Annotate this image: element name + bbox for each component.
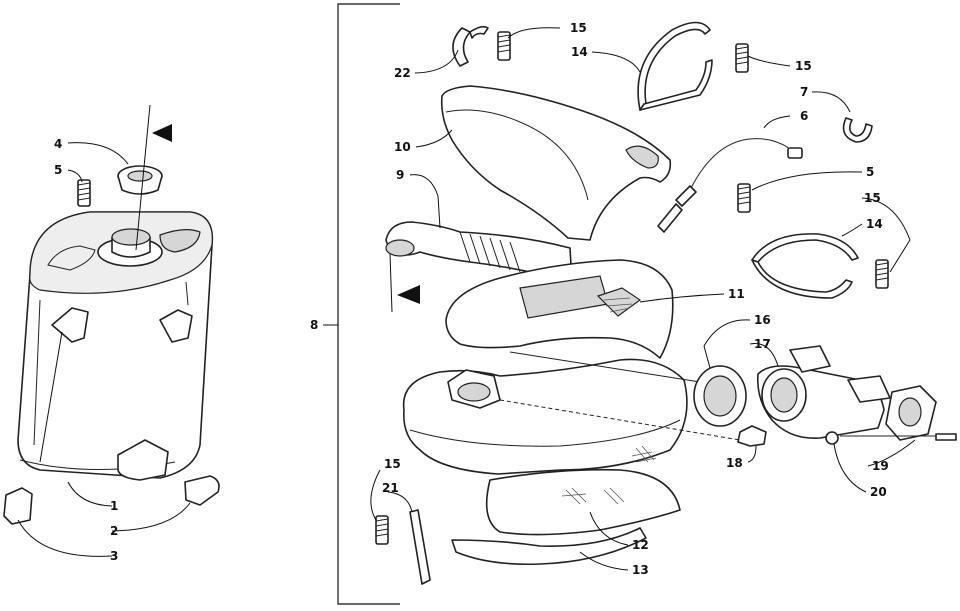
assembly-guide-line-right bbox=[389, 253, 393, 313]
muffler-bracket-right bbox=[159, 309, 193, 343]
nut-part-20 bbox=[825, 431, 839, 445]
left-leader-lines bbox=[17, 142, 191, 557]
pipe-9-ribbing bbox=[459, 231, 521, 273]
lower-housing-hatch bbox=[631, 445, 657, 463]
heat-shield-part-10 bbox=[440, 85, 672, 241]
bolt bbox=[935, 433, 957, 441]
muffler-bracket-left bbox=[51, 307, 89, 343]
callout-9: 9 bbox=[396, 168, 404, 182]
clip-part-18 bbox=[737, 425, 767, 447]
spring-part-15-lower-left bbox=[375, 515, 389, 545]
callout-17: 17 bbox=[754, 337, 771, 351]
rubber-mount-part-2 bbox=[184, 475, 220, 506]
grommet-part-4 bbox=[117, 165, 163, 195]
band-part-14-top bbox=[637, 21, 713, 111]
callout-16: 16 bbox=[754, 313, 771, 327]
spring-part-5-left bbox=[77, 179, 91, 207]
callout-15-lower-left: 15 bbox=[384, 457, 401, 471]
gasket-part-19 bbox=[885, 385, 937, 441]
callout-14-top: 14 bbox=[571, 45, 588, 59]
callout-20: 20 bbox=[870, 485, 887, 499]
callout-14-right: 14 bbox=[866, 217, 883, 231]
direction-arrow-left bbox=[152, 124, 172, 142]
spring-part-15-lower-right bbox=[875, 259, 889, 289]
callout-3: 3 bbox=[110, 549, 118, 563]
lower-inlet-opening bbox=[457, 382, 491, 402]
sensor-part-6 bbox=[657, 138, 803, 233]
callout-12: 12 bbox=[632, 538, 649, 552]
callout-19: 19 bbox=[872, 459, 889, 473]
manifold-part-17 bbox=[756, 345, 891, 439]
callout-15-mid: 15 bbox=[864, 191, 881, 205]
band-part-14-right bbox=[751, 233, 859, 299]
clamp-part-22 bbox=[452, 25, 489, 67]
callout-6: 6 bbox=[800, 109, 808, 123]
spiral-guide-line bbox=[509, 351, 701, 383]
clamp-part-7 bbox=[842, 117, 873, 143]
callout-7: 7 bbox=[800, 85, 808, 99]
shield-part-12 bbox=[485, 468, 681, 536]
spring-part-5-right bbox=[737, 183, 751, 213]
group-bracket-8 bbox=[337, 3, 400, 605]
callout-18: 18 bbox=[726, 456, 743, 470]
spring-part-15-top bbox=[497, 31, 511, 61]
dashed-alignment-line bbox=[499, 399, 741, 441]
gasket-part-16 bbox=[693, 365, 747, 427]
muffler-top-recess bbox=[47, 245, 96, 271]
callout-labels: 4 5 1 2 3 8 22 15 14 15 7 6 10 9 5 15 14… bbox=[54, 21, 889, 577]
shield-part-13 bbox=[451, 527, 647, 566]
heat-shield-10-vent bbox=[625, 145, 659, 169]
exhaust-housing-lower-seam bbox=[409, 419, 681, 447]
muffler-top-slot bbox=[159, 229, 201, 253]
right-leader-lines bbox=[370, 27, 916, 571]
exhaust-housing-lower bbox=[402, 358, 688, 475]
callout-5-left: 5 bbox=[54, 163, 62, 177]
callout-1: 1 bbox=[110, 499, 118, 513]
callout-2: 2 bbox=[110, 524, 118, 538]
callout-10: 10 bbox=[394, 140, 411, 154]
spring-part-15-right bbox=[735, 43, 749, 73]
assembly-guide-line-left bbox=[135, 104, 151, 251]
callout-8: 8 bbox=[310, 318, 318, 332]
callout-13: 13 bbox=[632, 563, 649, 577]
callout-15-right: 15 bbox=[795, 59, 812, 73]
muffler-bracket-tab bbox=[185, 281, 189, 306]
shield-12-hatch bbox=[561, 487, 625, 505]
part-11-hatch bbox=[603, 297, 633, 313]
callout-4: 4 bbox=[54, 137, 62, 151]
direction-arrow-right bbox=[397, 285, 420, 304]
callout-22: 22 bbox=[394, 66, 411, 80]
muffler-side-shade bbox=[33, 299, 41, 446]
callout-15-top: 15 bbox=[570, 21, 587, 35]
pipe-9-inlet bbox=[385, 239, 415, 257]
part-11-shape bbox=[596, 287, 642, 317]
callout-5-right: 5 bbox=[866, 165, 874, 179]
rubber-mount-part-3 bbox=[3, 487, 33, 525]
strip-part-21 bbox=[409, 509, 431, 585]
callout-21: 21 bbox=[382, 481, 399, 495]
muffler-assembly bbox=[3, 104, 220, 525]
callout-11: 11 bbox=[728, 287, 745, 301]
muffler-bottom-bracket bbox=[117, 439, 169, 481]
muffler-inlet-opening bbox=[111, 228, 151, 246]
heat-shield-10-inner-edge bbox=[445, 109, 589, 201]
